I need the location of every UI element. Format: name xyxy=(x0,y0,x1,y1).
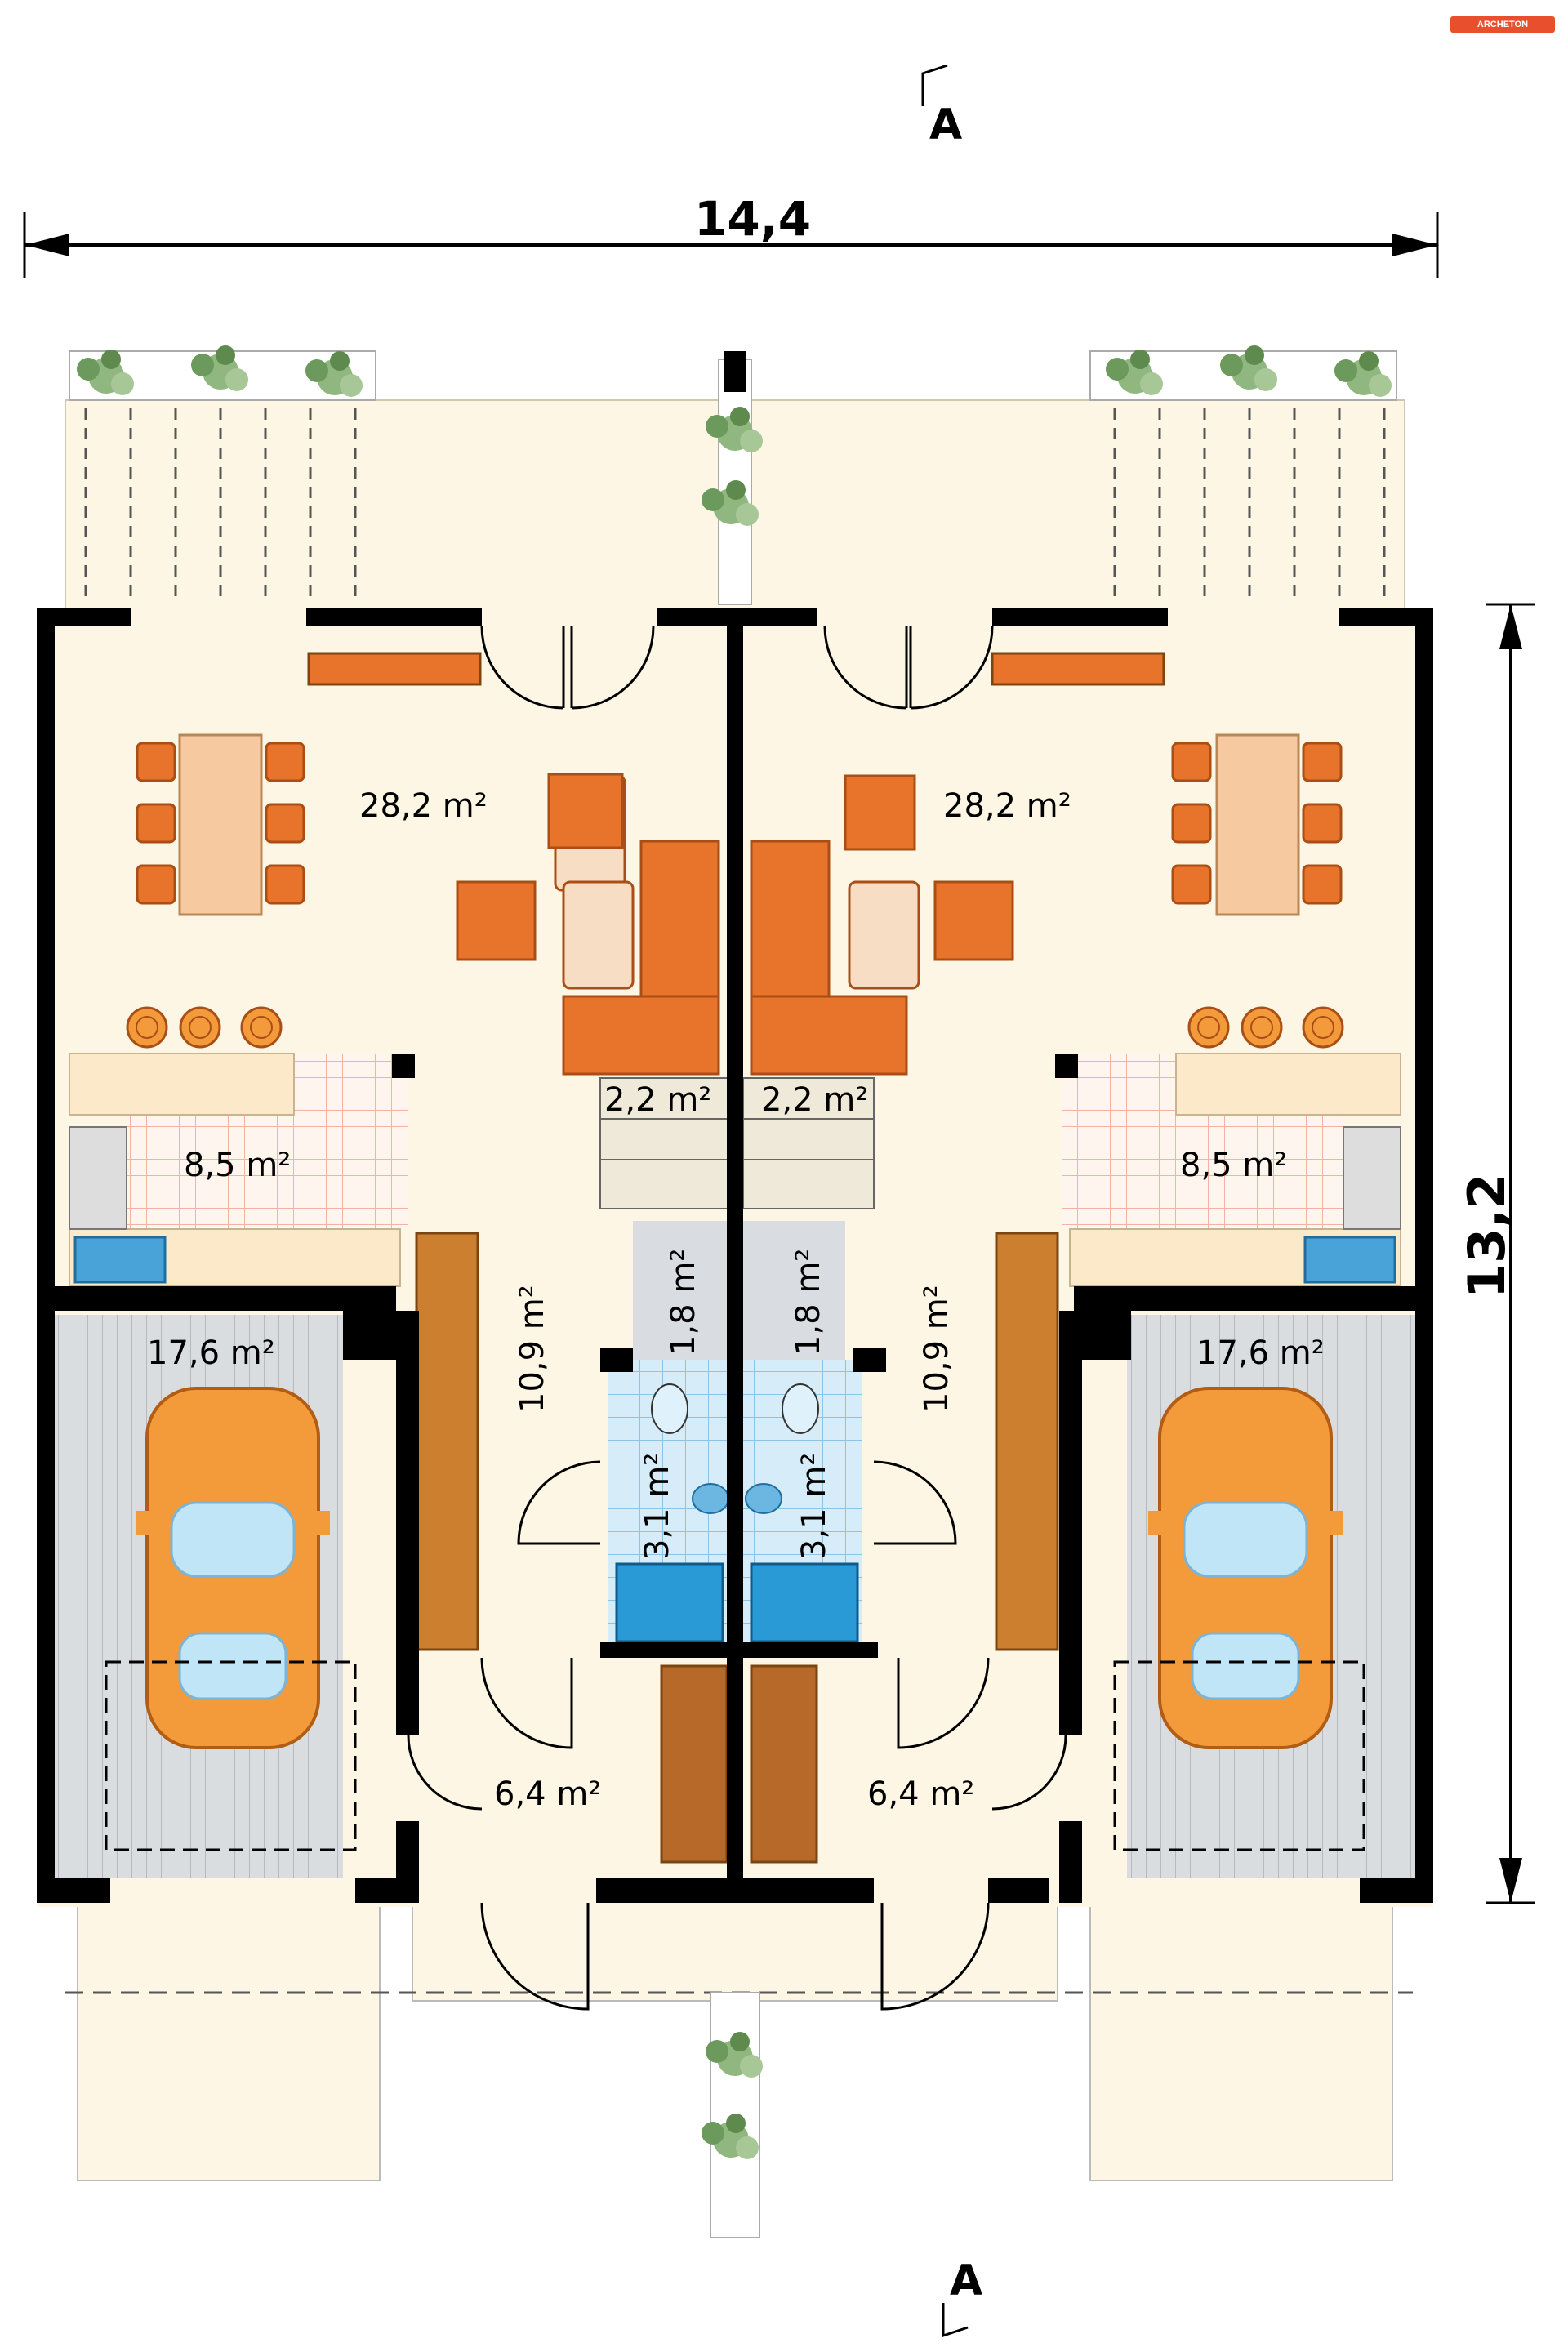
room-label: 3,1 m² xyxy=(795,1453,833,1560)
room-label: 2,2 m² xyxy=(761,1081,868,1119)
lounge-right xyxy=(750,774,1014,1076)
svg-text:A: A xyxy=(950,2256,982,2305)
room-label: 2,2 m² xyxy=(604,1081,711,1119)
rear-terraces xyxy=(65,345,1405,621)
archeton-logo: ARCHETON xyxy=(1450,16,1555,33)
car-right-icon xyxy=(1147,1387,1344,1749)
room-label: 8,5 m² xyxy=(1180,1147,1287,1184)
room-label: 1,8 m² xyxy=(790,1249,827,1356)
front-paving xyxy=(65,1902,1413,2238)
depth-dimension: 13,2 xyxy=(1457,603,1535,1904)
room-label: 28,2 m² xyxy=(359,787,488,825)
width-dimension: 14,4 xyxy=(23,191,1439,278)
lounge-left xyxy=(456,773,720,1076)
room-label: 6,4 m² xyxy=(494,1775,601,1813)
room-label: 6,4 m² xyxy=(867,1775,974,1813)
svg-text:14,4: 14,4 xyxy=(694,191,811,247)
room-label: 17,6 m² xyxy=(147,1334,275,1372)
section-marker-bottom: A xyxy=(942,2256,982,2338)
walls xyxy=(37,608,1433,1903)
radiators xyxy=(307,652,1165,686)
room-label: 8,5 m² xyxy=(184,1147,291,1184)
svg-text:13,2: 13,2 xyxy=(1457,1174,1517,1298)
doors xyxy=(407,626,1067,2011)
svg-text:A: A xyxy=(929,100,962,149)
section-marker-top: A xyxy=(921,64,962,149)
room-label: 28,2 m² xyxy=(943,787,1071,825)
car-left-icon xyxy=(134,1387,332,1749)
room-label: 17,6 m² xyxy=(1196,1334,1325,1372)
room-label: 10,9 m² xyxy=(918,1285,956,1413)
room-labels: 28,2 m² 28,2 m² 8,5 m² 8,5 m² 2,2 m² 2,2… xyxy=(147,787,1325,1813)
room-label: 1,8 m² xyxy=(665,1249,702,1356)
room-label: 3,1 m² xyxy=(639,1453,676,1560)
room-label: 10,9 m² xyxy=(514,1285,551,1413)
dining-set-right xyxy=(1171,733,1343,916)
dining-set-left xyxy=(136,733,305,916)
